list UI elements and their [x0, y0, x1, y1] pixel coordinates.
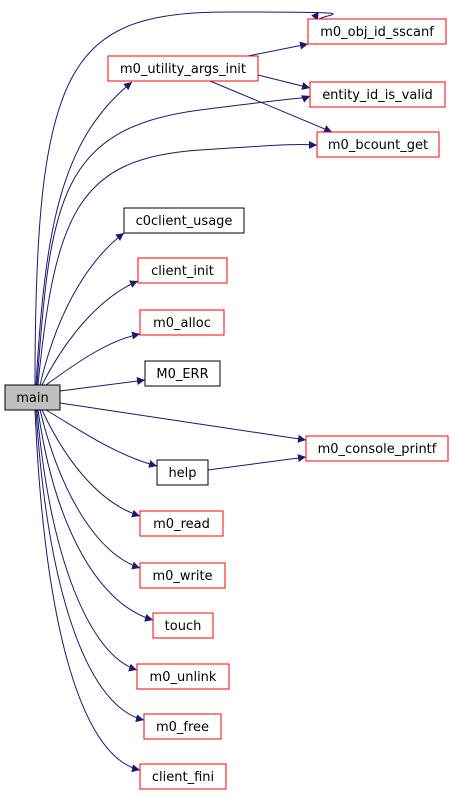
node-c0client_usage-label: c0client_usage [136, 214, 233, 229]
node-m0_read[interactable]: m0_read [139, 510, 224, 537]
node-m0_unlink[interactable]: m0_unlink [136, 663, 230, 690]
node-client_fini[interactable]: client_fini [139, 763, 227, 790]
node-touch[interactable]: touch [152, 612, 214, 639]
edge-main-client_fini [34, 409, 141, 773]
edge-main-c0client_usage [39, 232, 125, 386]
nodes: main m0_obj_id_sscanf m0_utility_args_in… [4, 18, 449, 790]
node-help[interactable]: help [156, 459, 209, 486]
node-m0_utility_args_init-box [107, 55, 259, 82]
node-M0_ERR-label: M0_ERR [156, 367, 208, 382]
node-entity_id_is_valid-label: entity_id_is_valid [322, 88, 433, 103]
node-m0_utility_args_init[interactable]: m0_utility_args_init [107, 55, 259, 82]
node-m0_bcount_get[interactable]: m0_bcount_get [316, 131, 440, 158]
node-m0_alloc-label: m0_alloc [153, 316, 211, 331]
node-touch-box [152, 612, 214, 639]
edge-main-m0_obj_id_sscanf [34, 11, 334, 386]
node-client_init[interactable]: client_init [137, 257, 228, 284]
edge-main-m0_read [41, 409, 141, 518]
node-client_fini-label: client_fini [152, 770, 214, 785]
node-m0_console_printf-box [305, 435, 449, 462]
edge-main-M0_ERR [59, 377, 146, 392]
node-entity_id_is_valid-box [309, 81, 446, 108]
node-client_fini-box [139, 763, 227, 790]
edge-help-m0_console_printf [207, 454, 307, 471]
node-m0_obj_id_sscanf-box [307, 18, 447, 45]
node-m0_free[interactable]: m0_free [143, 713, 222, 740]
node-main-box [4, 384, 61, 411]
edge-main-entity_id_is_valid [36, 95, 311, 386]
node-client_init-label: client_init [151, 264, 214, 279]
node-m0_free-box [143, 713, 222, 740]
node-m0_unlink-box [136, 663, 230, 690]
node-c0client_usage[interactable]: c0client_usage [123, 207, 245, 234]
node-m0_alloc[interactable]: m0_alloc [139, 309, 225, 336]
edge-main-client_init [41, 280, 139, 386]
node-m0_read-label: m0_read [153, 517, 210, 532]
edges [34, 11, 334, 773]
node-entity_id_is_valid[interactable]: entity_id_is_valid [309, 81, 446, 108]
edge-main-touch [37, 409, 154, 622]
node-help-label: help [168, 466, 196, 481]
node-m0_write-label: m0_write [152, 569, 212, 584]
node-m0_console_printf[interactable]: m0_console_printf [305, 435, 449, 462]
node-m0_unlink-label: m0_unlink [150, 670, 217, 685]
node-m0_obj_id_sscanf-label: m0_obj_id_sscanf [320, 25, 434, 40]
edge-main-m0_write [39, 409, 141, 570]
node-m0_read-box [139, 510, 224, 537]
node-m0_free-label: m0_free [156, 720, 209, 735]
node-help-box [156, 459, 209, 486]
node-client_init-box [137, 257, 228, 284]
node-m0_write[interactable]: m0_write [139, 562, 226, 589]
edge-main-m0_alloc [45, 331, 141, 386]
node-m0_console_printf-label: m0_console_printf [318, 442, 437, 457]
node-m0_utility_args_init-label: m0_utility_args_init [120, 62, 246, 77]
edge-main-m0_free [35, 409, 145, 723]
node-m0_bcount_get-box [316, 131, 440, 158]
edge-main-m0_bcount_get [37, 140, 318, 386]
edge-main-m0_console_printf [59, 402, 307, 443]
node-m0_obj_id_sscanf[interactable]: m0_obj_id_sscanf [307, 18, 447, 45]
node-c0client_usage-box [123, 207, 245, 234]
edge-m0_utility_args_init-m0_obj_id_sscanf [247, 41, 309, 57]
node-m0_alloc-box [139, 309, 225, 336]
edge-m0_utility_args_init-m0_bcount_get [209, 80, 333, 133]
node-main[interactable]: main [4, 384, 61, 411]
node-main-label: main [16, 391, 48, 406]
edge-main-m0_unlink [36, 409, 138, 672]
node-m0_bcount_get-label: m0_bcount_get [328, 138, 428, 153]
node-touch-label: touch [165, 619, 202, 634]
node-M0_ERR-box [144, 360, 221, 387]
edge-main-help [45, 409, 158, 468]
edge-m0_utility_args_init-entity_id_is_valid [257, 74, 311, 90]
node-m0_write-box [139, 562, 226, 589]
edge-main-m0_utility_args_init [35, 81, 133, 386]
node-M0_ERR[interactable]: M0_ERR [144, 360, 221, 387]
